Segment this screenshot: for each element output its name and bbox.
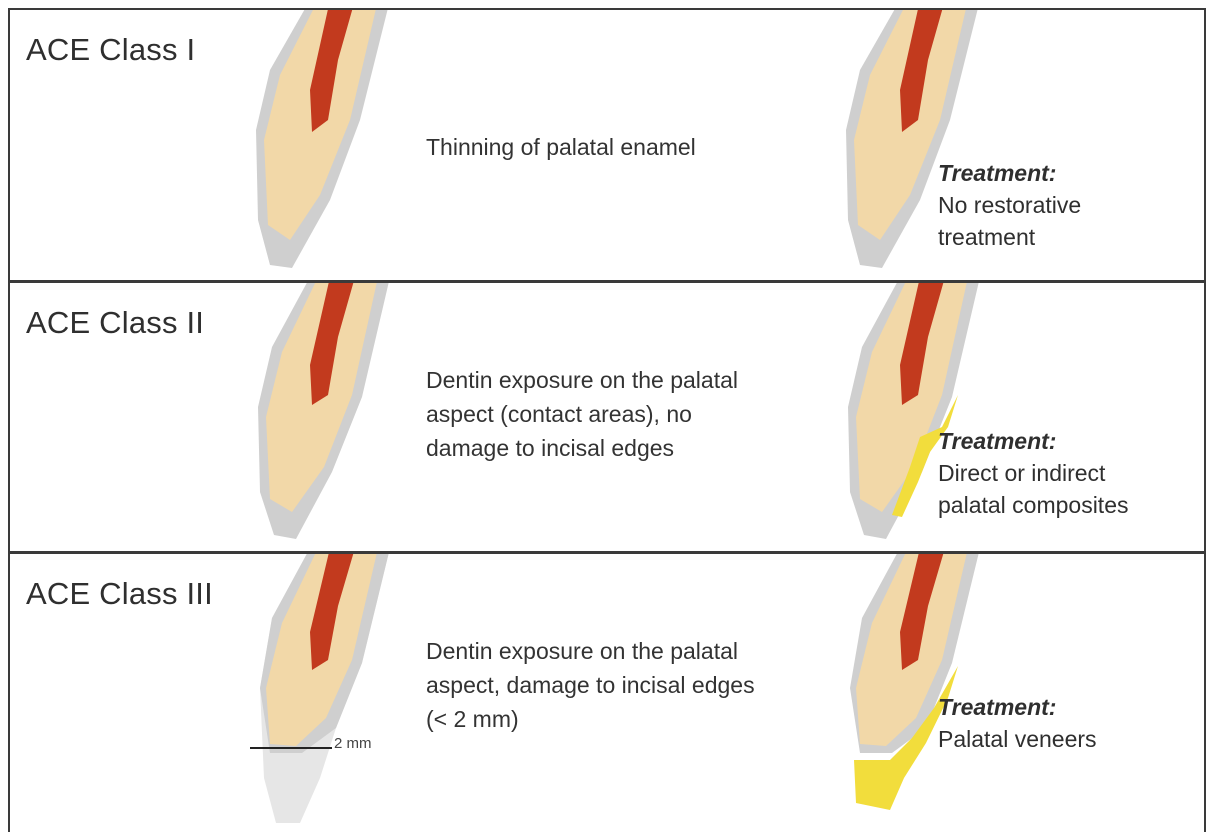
description-line: Thinning of palatal enamel [426,130,696,164]
treatment-line: palatal composites [938,489,1129,521]
treatment-heading: Treatment: [938,157,1081,189]
description-line: damage to incisal edges [426,431,738,465]
class-label: ACE Class I [26,32,195,68]
tooth-before-illustration [240,552,390,823]
treatment: Treatment: No restorative treatment [938,157,1081,253]
treatment-line: Palatal veneers [938,723,1097,755]
description: Thinning of palatal enamel [426,130,696,164]
treatment-line: treatment [938,221,1081,253]
panel-ace-class-3: ACE Class III 2 mm Dentin exposure on th… [8,552,1206,832]
panel-ace-class-1: ACE Class I Thinning of palatal enamel T… [8,8,1206,282]
tooth-before-illustration [240,8,390,270]
treatment-heading: Treatment: [938,691,1097,723]
treatment-line: Direct or indirect [938,457,1129,489]
description-line: Dentin exposure on the palatal [426,634,755,668]
description: Dentin exposure on the palatal aspect, d… [426,634,755,736]
treatment-line: No restorative [938,189,1081,221]
treatment: Treatment: Direct or indirect palatal co… [938,425,1129,521]
description-line: (< 2 mm) [426,702,755,736]
treatment: Treatment: Palatal veneers [938,691,1097,755]
class-label: ACE Class II [26,305,204,341]
description-line: Dentin exposure on the palatal [426,363,738,397]
tooth-after-illustration [830,552,980,823]
class-label: ACE Class III [26,576,213,612]
description-line: aspect, damage to incisal edges [426,668,755,702]
tooth-before-illustration [240,281,390,542]
panel-ace-class-2: ACE Class II Dentin exposure on the pala… [8,281,1206,553]
scale-label: 2 mm [334,735,372,752]
description: Dentin exposure on the palatal aspect (c… [426,363,738,465]
treatment-heading: Treatment: [938,425,1129,457]
description-line: aspect (contact areas), no [426,397,738,431]
